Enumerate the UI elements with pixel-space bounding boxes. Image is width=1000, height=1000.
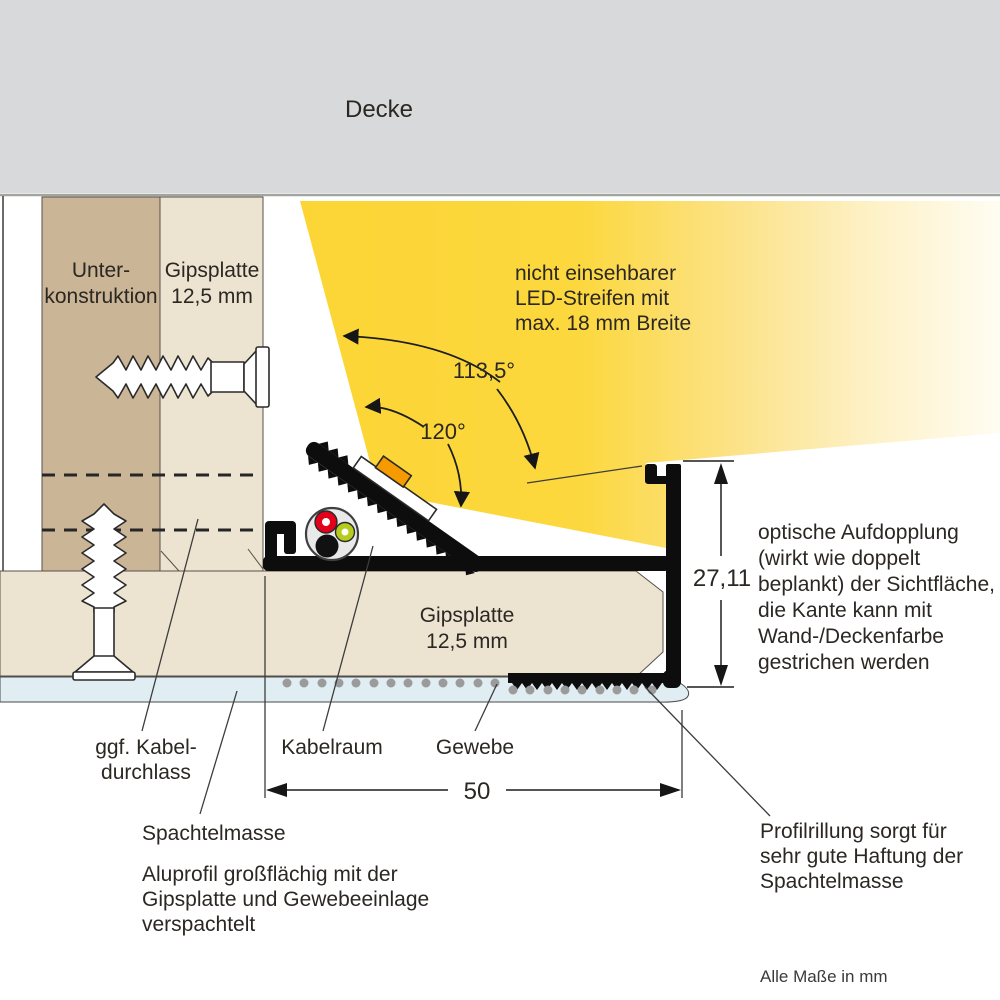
cable-space-label: Kabelraum [281, 736, 383, 759]
edge-note-line1: optische Aufdopplung [758, 521, 959, 544]
dim-height-value: 27,11 [693, 565, 751, 592]
profile-front-riser [666, 464, 681, 684]
substructure-label-line1: Unter- [72, 259, 130, 282]
cable-pass-label-line2: durchlass [101, 761, 191, 784]
profile-hook-arm [652, 476, 668, 484]
wire-green-core [341, 528, 349, 536]
board-taper-mark-left [160, 550, 180, 572]
leader-groove [644, 686, 771, 817]
dimension-height: 27,11 [683, 460, 751, 688]
profile-led-ramp [305, 441, 484, 576]
screw-vertical [72, 503, 136, 681]
groove-note-line3: Spachtelmasse [760, 870, 904, 893]
ceiling-label: Decke [345, 96, 413, 123]
drywall-column-label-line1: Gipsplatte [165, 259, 260, 282]
groove-note-line1: Profilrillung sorgt für [760, 820, 947, 843]
profile-groove-serration [512, 683, 662, 690]
groove-note-line2: sehr gute Haftung der [760, 845, 963, 868]
units-note: Alle Maße in mm [760, 967, 888, 986]
angle-annotation-outer: 113,5° [342, 328, 643, 484]
light-beam [300, 201, 1000, 548]
groove-note: Profilrillung sorgt für sehr gute Haftun… [760, 820, 963, 893]
ceiling: Decke [0, 0, 1000, 197]
alu-note-line2: Gipsplatte und Gewebeeinlage [142, 888, 429, 911]
substructure-label-line2: konstruktion [44, 285, 157, 308]
lower-board-label-line1: Gipsplatte [420, 604, 515, 627]
arrow-up [714, 463, 728, 484]
alu-note-line3: verspachtelt [142, 913, 255, 936]
ramp-serration-upper [318, 441, 349, 465]
angle-outer-value: 113,5° [453, 358, 515, 383]
led-note-line3: max. 18 mm Breite [515, 312, 691, 335]
edge-note-line5: Wand-/Deckenfarbe [758, 625, 944, 648]
aluminum-profile [263, 441, 681, 690]
profile-cable-clip-lip [284, 528, 296, 554]
arrow-right [660, 783, 681, 797]
cable-pass-label-line1: ggf. Kabel- [95, 736, 197, 759]
leader-cable-pass [141, 518, 199, 732]
screw-horizontal [95, 346, 270, 408]
profile-bottom-flange [508, 673, 672, 683]
leader-cable-space [322, 545, 374, 732]
ceiling-slab [0, 0, 1000, 193]
arrow-left [266, 783, 287, 797]
edge-note-line4: die Kante kann mit [758, 599, 932, 622]
angle-reference-line [526, 465, 643, 484]
arrow-down [714, 665, 728, 686]
edge-note-line6: gestrichen werden [758, 651, 930, 674]
profile-cable-clip-wall [265, 528, 277, 560]
angle-annotation-inner: 120° [364, 397, 470, 508]
dimension-width: 50 [264, 576, 683, 805]
board-taper-mark-right [247, 548, 264, 570]
edge-note: optische Aufdopplung (wirkt wie doppelt … [758, 521, 995, 674]
lower-board-label-line2: 12,5 mm [426, 630, 508, 653]
led-chip [374, 455, 413, 489]
led-note-line1: nicht einsehbarer [515, 262, 676, 285]
wire-red-core [322, 518, 330, 526]
wire-black [315, 534, 339, 558]
dim-width-value: 50 [464, 778, 491, 805]
cable-bundle [304, 506, 360, 562]
alu-note-line1: Aluprofil großflächig mit der [142, 863, 398, 886]
leader-filler [199, 690, 238, 815]
angle-inner-value: 120° [420, 419, 466, 444]
led-note: nicht einsehbarer LED-Streifen mit max. … [515, 262, 691, 335]
edge-note-line2: (wirkt wie doppelt [758, 547, 920, 570]
edge-note-line3: beplankt) der Sichtfläche, [758, 573, 995, 596]
led-note-line2: LED-Streifen mit [515, 287, 669, 310]
leader-fabric [474, 683, 498, 732]
filler-label: Spachtelmasse [142, 822, 286, 845]
drywall-column-label-line2: 12,5 mm [171, 285, 253, 308]
fabric-label: Gewebe [436, 736, 514, 759]
ramp-serration-lower [308, 455, 475, 576]
drywall-board-lower: Gipsplatte 12,5 mm [0, 548, 664, 677]
